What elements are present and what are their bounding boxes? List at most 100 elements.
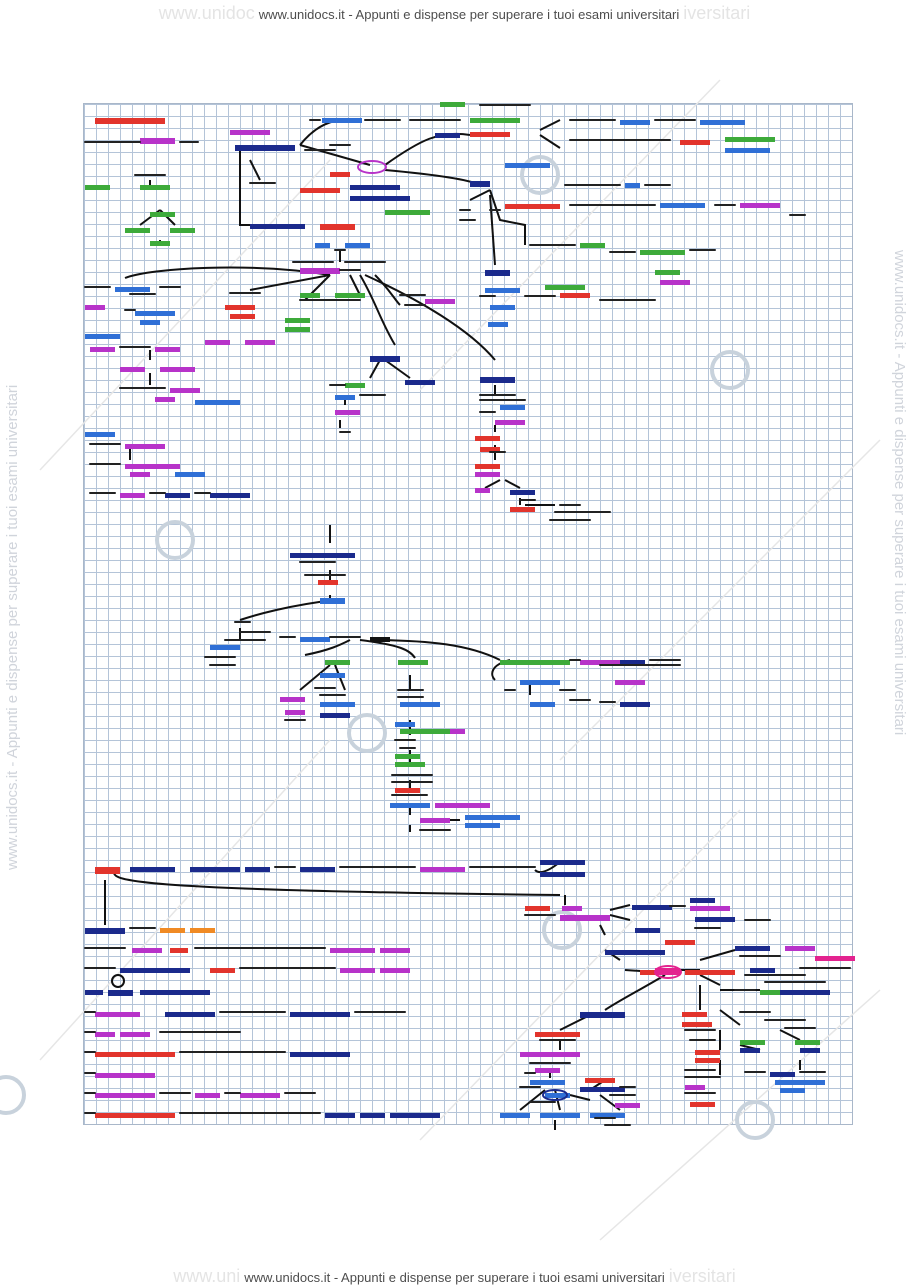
note-highlight bbox=[500, 1113, 530, 1118]
note-highlight bbox=[320, 702, 355, 707]
note-highlight bbox=[95, 1052, 150, 1057]
note-highlight bbox=[685, 1085, 705, 1090]
note-highlight bbox=[120, 493, 145, 498]
note-highlight bbox=[520, 680, 560, 685]
note-highlight bbox=[395, 788, 420, 793]
note-highlight bbox=[95, 1093, 125, 1098]
footer-link[interactable]: www.unidocs.it - Appunti e dispense per … bbox=[244, 1270, 665, 1285]
note-highlight bbox=[695, 917, 735, 922]
header-ghost-right: iversitari bbox=[683, 3, 751, 23]
note-highlight bbox=[190, 867, 240, 872]
note-highlight bbox=[690, 1102, 715, 1107]
note-highlight bbox=[385, 210, 430, 215]
note-highlight bbox=[660, 280, 690, 285]
note-highlight bbox=[335, 395, 355, 400]
note-highlight bbox=[500, 405, 525, 410]
note-highlight bbox=[125, 1093, 155, 1098]
note-highlight bbox=[140, 990, 210, 995]
note-highlight bbox=[475, 464, 500, 469]
note-highlight bbox=[175, 472, 205, 477]
note-highlight bbox=[235, 145, 295, 151]
note-highlight bbox=[245, 340, 275, 345]
note-highlight bbox=[795, 1040, 820, 1045]
note-highlight bbox=[680, 140, 710, 145]
note-highlight bbox=[85, 305, 105, 310]
note-highlight bbox=[725, 148, 770, 153]
note-highlight bbox=[250, 224, 305, 229]
note-highlight bbox=[325, 1052, 350, 1057]
note-highlight bbox=[240, 1093, 280, 1098]
note-highlight bbox=[580, 1012, 625, 1018]
footer-ghost-right: iversitari bbox=[668, 1266, 736, 1286]
note-highlight bbox=[510, 490, 535, 495]
handwriting-scribbles bbox=[84, 104, 851, 1126]
note-highlight bbox=[605, 950, 665, 955]
note-highlight bbox=[90, 347, 115, 352]
note-highlight bbox=[580, 1087, 625, 1092]
note-highlight bbox=[490, 305, 515, 310]
note-highlight bbox=[320, 598, 345, 604]
note-highlight bbox=[150, 1052, 175, 1057]
note-highlight bbox=[395, 722, 415, 727]
note-highlight bbox=[640, 250, 685, 255]
note-highlight bbox=[395, 754, 420, 759]
note-highlight bbox=[470, 181, 490, 187]
note-highlight bbox=[475, 488, 490, 493]
note-highlight bbox=[620, 660, 645, 665]
note-highlight bbox=[520, 1052, 580, 1057]
note-highlight bbox=[290, 553, 355, 558]
note-highlight bbox=[510, 507, 535, 512]
note-highlight bbox=[290, 1012, 350, 1017]
note-highlight bbox=[815, 956, 855, 961]
note-highlight bbox=[130, 472, 150, 477]
watermark-logo-icons bbox=[0, 155, 775, 1140]
note-highlight bbox=[335, 410, 360, 415]
note-highlight bbox=[480, 447, 500, 452]
note-highlight bbox=[395, 762, 425, 767]
note-highlight bbox=[740, 203, 780, 208]
note-highlight bbox=[300, 867, 335, 872]
note-highlight bbox=[210, 968, 235, 973]
note-highlight bbox=[400, 702, 440, 707]
note-highlight bbox=[95, 118, 165, 124]
note-highlight bbox=[632, 905, 672, 910]
note-highlight bbox=[590, 1113, 625, 1118]
note-highlight bbox=[740, 1048, 760, 1053]
note-highlight bbox=[640, 970, 660, 975]
note-highlight bbox=[140, 138, 175, 144]
note-highlight bbox=[160, 928, 185, 933]
note-highlight bbox=[390, 1113, 440, 1118]
note-highlight bbox=[505, 204, 560, 209]
note-highlight bbox=[475, 472, 500, 477]
note-highlight bbox=[530, 1080, 565, 1085]
note-highlight bbox=[665, 940, 695, 945]
note-highlight bbox=[85, 334, 120, 339]
note-highlight bbox=[420, 818, 450, 823]
highlighted-notes bbox=[85, 102, 855, 1118]
header-link[interactable]: www.unidocs.it - Appunti e dispense per … bbox=[258, 7, 680, 22]
note-highlight bbox=[325, 1113, 355, 1118]
note-highlight bbox=[370, 356, 400, 362]
note-highlight bbox=[785, 946, 815, 951]
note-highlight bbox=[695, 1058, 720, 1063]
note-highlight bbox=[205, 340, 230, 345]
circled-keywords bbox=[111, 160, 682, 1101]
note-highlight bbox=[495, 420, 525, 425]
note-highlight bbox=[615, 1103, 640, 1108]
note-highlight bbox=[170, 228, 195, 233]
note-highlight bbox=[360, 1113, 385, 1118]
note-highlight bbox=[95, 867, 120, 874]
note-highlight bbox=[655, 270, 680, 275]
note-highlight bbox=[735, 946, 770, 951]
note-highlight bbox=[420, 867, 465, 872]
note-highlight bbox=[155, 347, 180, 352]
note-highlight bbox=[320, 713, 350, 718]
note-highlight bbox=[170, 388, 200, 393]
note-highlight bbox=[325, 660, 350, 665]
note-highlight bbox=[150, 212, 175, 217]
note-highlight bbox=[475, 436, 500, 441]
note-highlight bbox=[132, 948, 162, 953]
note-highlight bbox=[625, 183, 640, 188]
